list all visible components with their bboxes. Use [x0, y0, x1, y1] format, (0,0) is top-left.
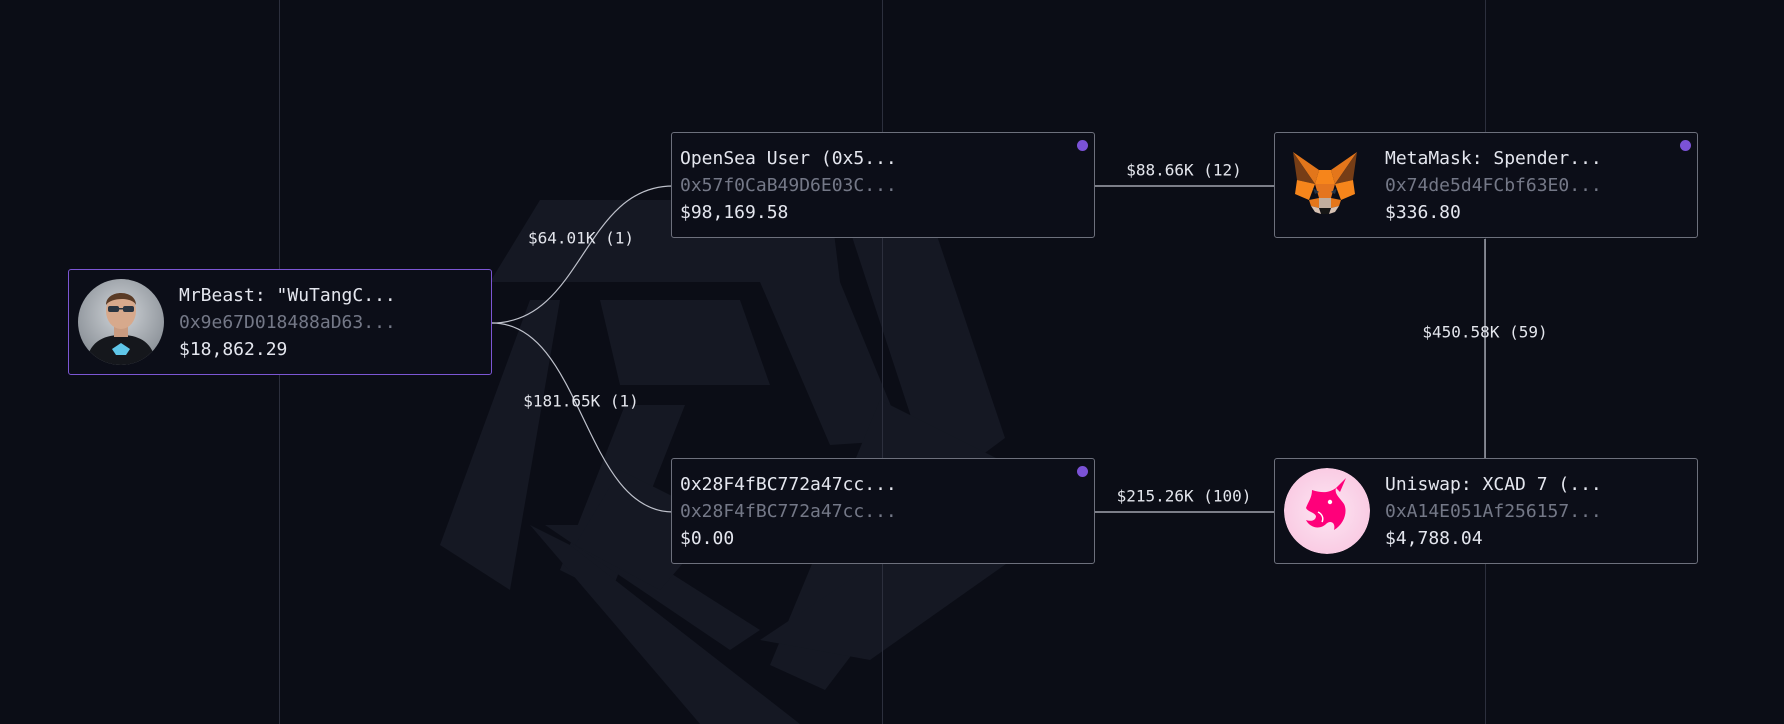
node-opensea-user[interactable]: OpenSea User (0x5... 0x57f0CaB49D6E03C..…: [671, 132, 1095, 238]
node-0x28f4[interactable]: 0x28F4fBC772a47cc... 0x28F4fBC772a47cc..…: [671, 458, 1095, 564]
edge-mrbeast-opensea: [491, 185, 674, 324]
edge-mrbeast-unknown: [491, 322, 674, 513]
indicator-dot: [1077, 140, 1088, 151]
node-name: MrBeast: "WuTangC...: [179, 285, 396, 306]
column-guide-2: [882, 0, 883, 724]
node-mrbeast[interactable]: MrBeast: "WuTangC... 0x9e67D018488aD63..…: [68, 269, 492, 375]
node-address[interactable]: 0x9e67D018488aD63...: [179, 312, 396, 333]
node-value: $98,169.58: [680, 202, 789, 223]
node-uniswap[interactable]: Uniswap: XCAD 7 (... 0xA14E051Af256157..…: [1274, 458, 1698, 564]
node-address[interactable]: 0x57f0CaB49D6E03C...: [680, 175, 897, 196]
node-name: MetaMask: Spender...: [1385, 148, 1602, 169]
edge-label-unknown-uniswap[interactable]: $215.26K (100): [1116, 486, 1252, 506]
indicator-dot: [1680, 140, 1691, 151]
node-address[interactable]: 0xA14E051Af256157...: [1385, 501, 1602, 522]
node-value: $336.80: [1385, 202, 1461, 223]
node-value: $4,788.04: [1385, 528, 1483, 549]
avatar-mrbeast: [78, 279, 164, 365]
node-value: $18,862.29: [179, 339, 288, 360]
uniswap-unicorn-icon: [1284, 468, 1370, 554]
node-name: Uniswap: XCAD 7 (...: [1385, 474, 1602, 495]
metamask-fox-icon: [1289, 148, 1361, 220]
node-name: 0x28F4fBC772a47cc...: [680, 474, 897, 495]
edge-label-mrbeast-opensea[interactable]: $64.01K (1): [528, 228, 634, 248]
edge-label-metamask-uniswap[interactable]: $450.58K (59): [1422, 322, 1548, 342]
indicator-dot: [1077, 466, 1088, 477]
node-metamask[interactable]: MetaMask: Spender... 0x74de5d4FCbf63E0..…: [1274, 132, 1698, 238]
edge-label-opensea-metamask[interactable]: $88.66K (12): [1126, 160, 1242, 180]
node-name: OpenSea User (0x5...: [680, 148, 897, 169]
node-address[interactable]: 0x28F4fBC772a47cc...: [680, 501, 897, 522]
edge-label-mrbeast-unknown[interactable]: $181.65K (1): [523, 391, 639, 411]
node-value: $0.00: [680, 528, 735, 549]
node-address[interactable]: 0x74de5d4FCbf63E0...: [1385, 175, 1602, 196]
